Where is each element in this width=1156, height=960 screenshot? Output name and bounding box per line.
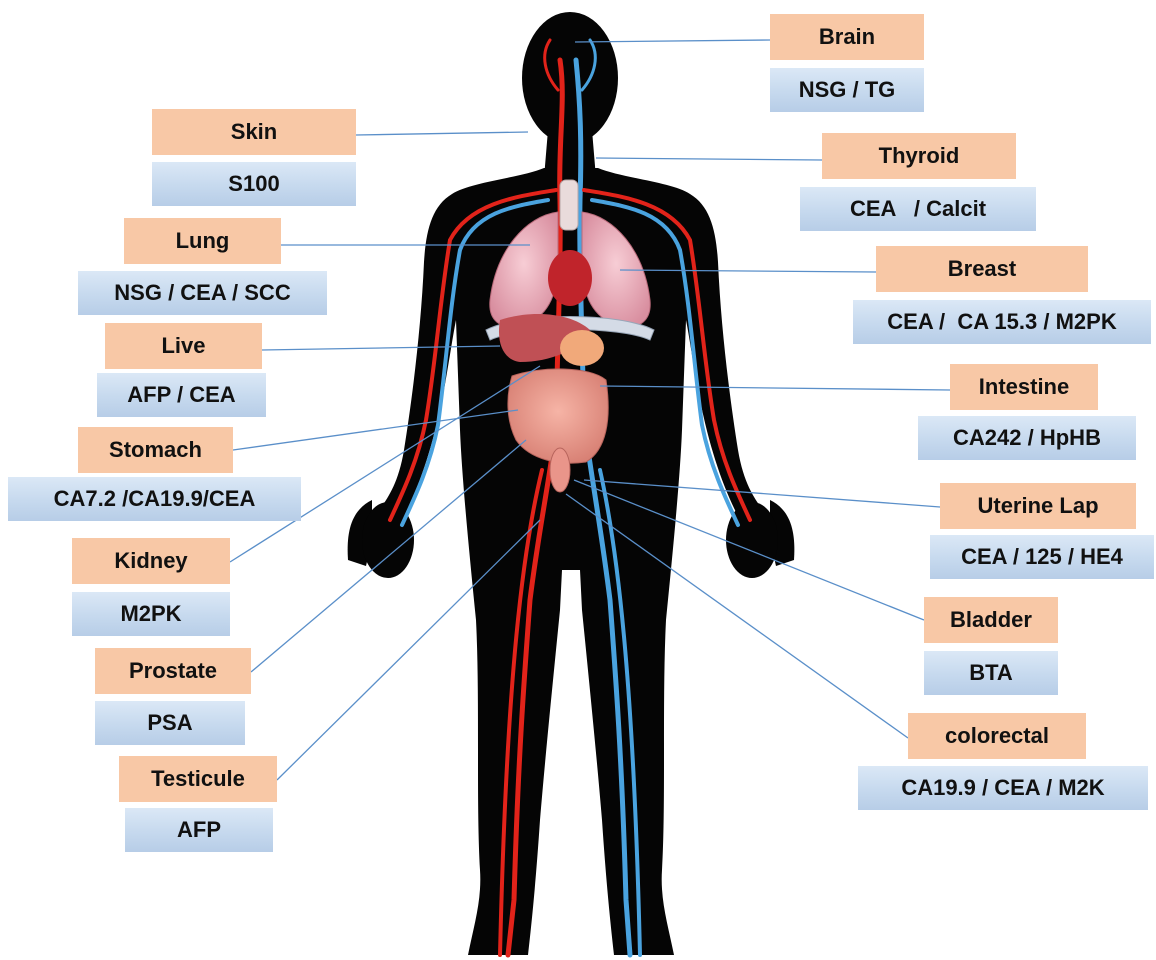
marker-label-thyroid: CEA / Calcit: [800, 187, 1036, 231]
organ-label-live: Live: [105, 323, 262, 369]
organ-label-skin: Skin: [152, 109, 356, 155]
leader-line-skin: [356, 132, 528, 135]
organ-label-testicule: Testicule: [119, 756, 277, 802]
heart-icon: [548, 250, 592, 306]
organ-label-stomach: Stomach: [78, 427, 233, 473]
marker-label-uterine-lap: CEA / 125 / HE4: [930, 535, 1154, 579]
marker-label-prostate: PSA: [95, 701, 245, 745]
organ-label-bladder: Bladder: [924, 597, 1058, 643]
marker-label-brain: NSG / TG: [770, 68, 924, 112]
marker-label-testicule: AFP: [125, 808, 273, 852]
marker-label-lung: NSG / CEA / SCC: [78, 271, 327, 315]
organ-label-kidney: Kidney: [72, 538, 230, 584]
marker-label-bladder: BTA: [924, 651, 1058, 695]
trachea: [560, 180, 578, 230]
marker-label-live: AFP / CEA: [97, 373, 266, 417]
marker-label-kidney: M2PK: [72, 592, 230, 636]
organ-label-colorectal: colorectal: [908, 713, 1086, 759]
marker-label-intestine: CA242 / HpHB: [918, 416, 1136, 460]
marker-label-breast: CEA / CA 15.3 / M2PK: [853, 300, 1151, 344]
colorectal-icon: [550, 448, 570, 492]
organ-label-thyroid: Thyroid: [822, 133, 1016, 179]
marker-label-skin: S100: [152, 162, 356, 206]
marker-label-colorectal: CA19.9 / CEA / M2K: [858, 766, 1148, 810]
organ-label-prostate: Prostate: [95, 648, 251, 694]
organ-label-breast: Breast: [876, 246, 1088, 292]
stomach-icon: [560, 330, 604, 366]
leader-line-thyroid: [596, 158, 822, 160]
organ-label-brain: Brain: [770, 14, 924, 60]
body-silhouette: [348, 12, 795, 955]
organ-label-uterine-lap: Uterine Lap: [940, 483, 1136, 529]
marker-label-stomach: CA7.2 /CA19.9/CEA: [8, 477, 301, 521]
organ-label-lung: Lung: [124, 218, 281, 264]
organ-label-intestine: Intestine: [950, 364, 1098, 410]
